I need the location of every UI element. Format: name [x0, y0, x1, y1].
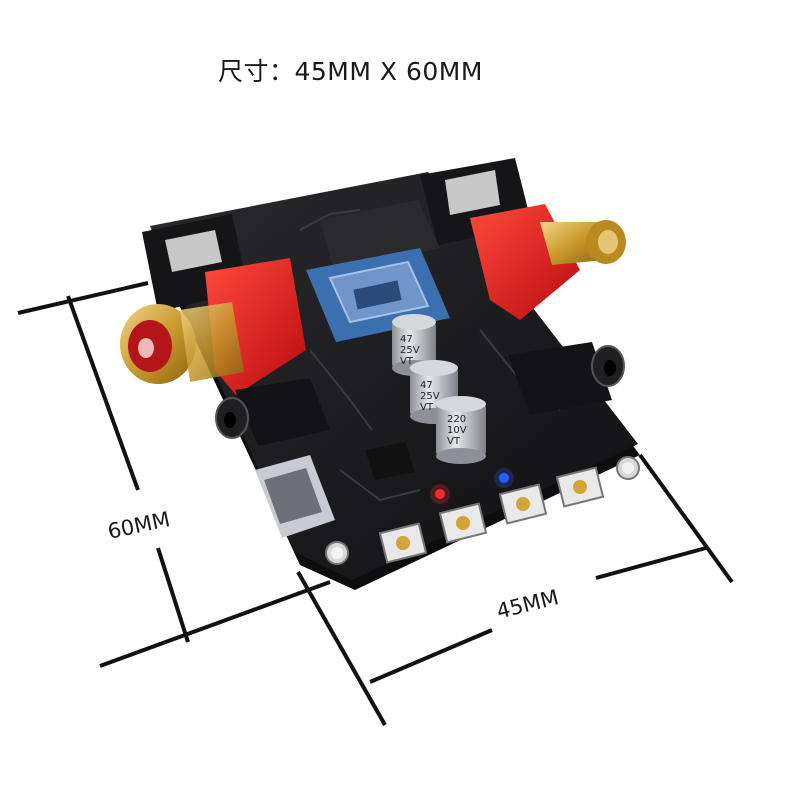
tactile-button-2 — [438, 502, 488, 544]
cap-1-voltage: 25V — [400, 345, 420, 356]
cap-2-series: VT — [420, 402, 434, 413]
dim-line-top — [17, 281, 149, 315]
rca-jack-left — [120, 258, 306, 395]
dimension-lines — [17, 281, 734, 726]
tactile-button-1 — [378, 522, 428, 564]
audio-jack-left — [215, 378, 330, 446]
page-title: 尺寸：45MM X 60MM — [218, 57, 483, 86]
cap-1-value: 47 — [400, 334, 413, 345]
rca-jack-right — [470, 204, 626, 320]
capacitor-3: 220 10V VT — [436, 396, 486, 464]
audio-jack-right — [508, 342, 625, 415]
dim-line-right-lower — [296, 571, 387, 726]
led-red — [435, 489, 445, 499]
dim-line-45-right — [595, 546, 707, 580]
cap-3-value: 220 — [447, 414, 466, 425]
cap-1-series: VT — [400, 356, 414, 367]
ic-chip — [365, 442, 415, 480]
dim-line-vertical-upper — [66, 295, 140, 491]
tactile-button-4 — [555, 466, 605, 508]
dim-line-vertical-lower — [156, 547, 190, 643]
usb-c-port — [255, 455, 335, 538]
led-blue — [499, 473, 509, 483]
cap-2-value: 47 — [420, 380, 433, 391]
dim-line-right-ext — [638, 453, 734, 584]
cap-2-voltage: 25V — [420, 391, 440, 402]
tactile-button-3 — [498, 483, 548, 525]
cap-3-voltage: 10V — [447, 425, 467, 436]
dim-line-45-left — [369, 628, 493, 684]
cap-3-series: VT — [447, 436, 461, 447]
dim-line-bottom — [99, 580, 331, 668]
